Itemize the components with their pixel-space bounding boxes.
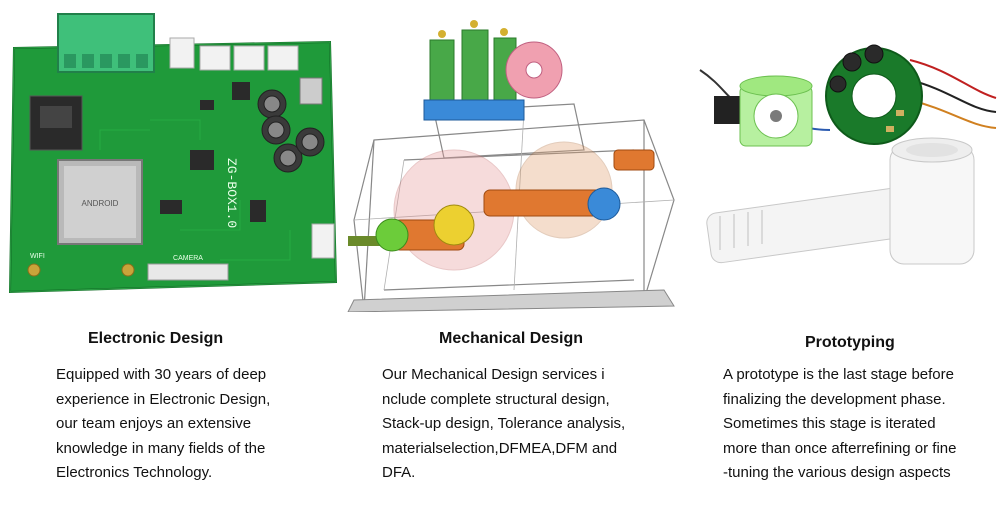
prototype-parts-image	[690, 0, 1000, 312]
gearbox-cad-image	[344, 0, 686, 312]
prototyping-description: A prototype is the last stage before fin…	[723, 363, 956, 486]
description-line: Stack-up design, Tolerance analysis,	[382, 415, 626, 432]
electronic-design-description: Equipped with 30 years of deep experienc…	[56, 363, 270, 486]
description-line: DFA.	[382, 464, 416, 481]
description-line: Our Mechanical Design services i	[382, 366, 605, 383]
description-line: Sometimes this stage is iterated	[723, 415, 936, 432]
description-line: materialselection,DFMEA,DFM and	[382, 439, 618, 457]
description-line: knowledge in many fields of the	[56, 439, 266, 457]
board-label: ZG-BOX1.0	[224, 158, 239, 228]
pcb-board-icon: ANDROID ZG-BOX1.0 CAMERA WIFI	[0, 0, 340, 305]
description-line: more than once afterrefining or fine	[723, 439, 957, 457]
wifi-antenna-label: WIFI	[30, 253, 45, 260]
description-line: nclude complete structural design,	[382, 390, 610, 408]
description-line: Equipped with 30 years of deep	[56, 366, 267, 383]
description-line: finalizing the development phase.	[723, 390, 946, 408]
motor-and-prototype-parts-icon	[690, 0, 1000, 312]
mechanical-design-title: Mechanical Design	[439, 330, 584, 347]
description-line: our team enjoys an extensive	[56, 415, 252, 432]
camera-port-label: CAMERA	[173, 255, 203, 262]
description-line: -tuning the various design aspects	[723, 464, 951, 481]
gearbox-cad-model-icon	[344, 0, 686, 312]
pcb-board-image: ANDROID ZG-BOX1.0 CAMERA WIFI	[0, 0, 340, 305]
description-line: experience in Electronic Design,	[56, 390, 271, 408]
description-line: A prototype is the last stage before	[723, 366, 954, 383]
description-line: Electronics Technology.	[56, 464, 213, 481]
mechanical-design-description: Our Mechanical Design services i nclude …	[382, 363, 625, 486]
prototyping-title: Prototyping	[805, 334, 895, 351]
electronic-design-title: Electronic Design	[88, 330, 224, 347]
chip-label: ANDROID	[82, 199, 119, 208]
